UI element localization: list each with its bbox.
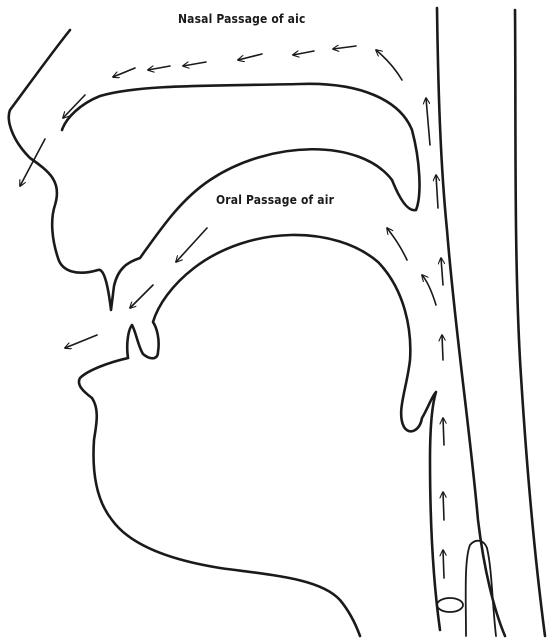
nasal-airflow-arrows [20,46,402,186]
tongue-lower-lip-outline [127,235,440,630]
glottis-ellipse [437,598,463,612]
pharynx-back-wall [437,8,505,636]
neck-back-line [515,10,545,636]
epiglottis [466,541,496,636]
lower-lip-chin-outline [79,358,360,636]
nose-upper-lip-outline [9,30,420,310]
oral-airflow-arrows [65,228,436,348]
